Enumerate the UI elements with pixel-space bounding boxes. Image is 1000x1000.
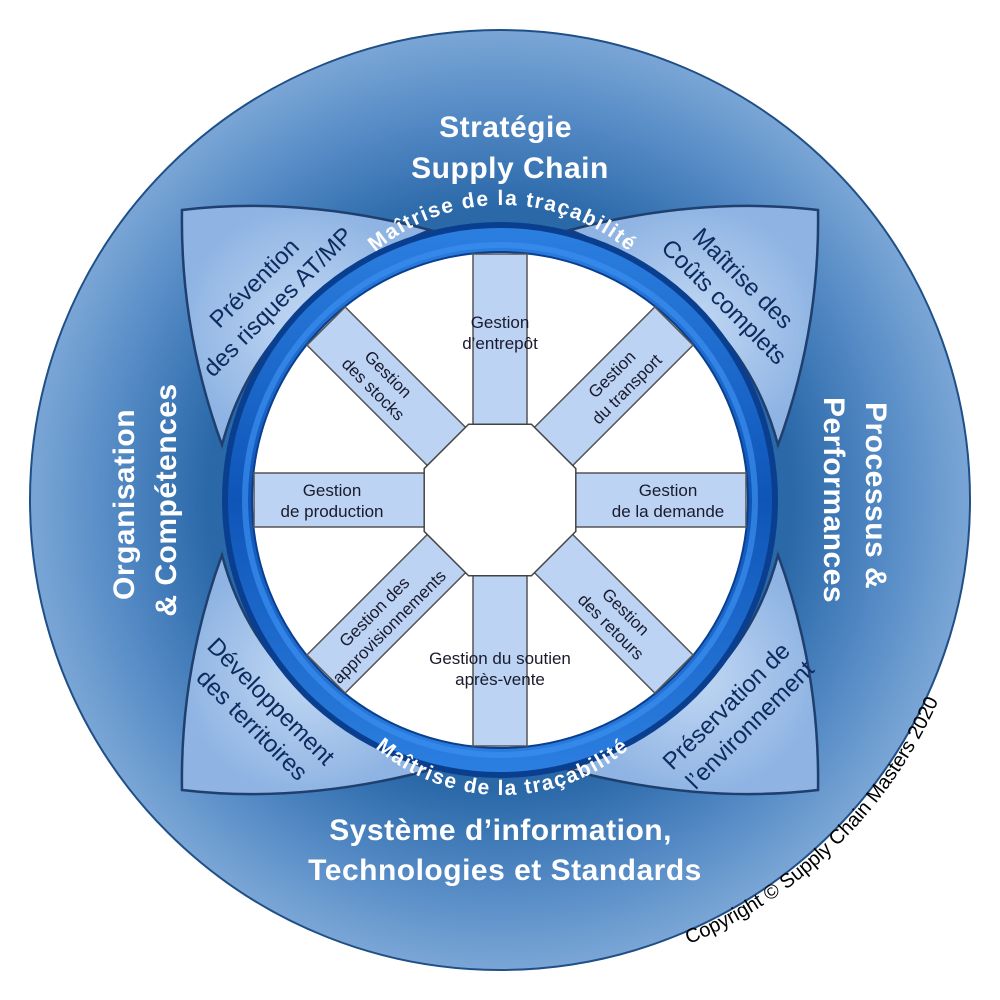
spoke-bar	[253, 472, 431, 528]
spoke-north-west: Gestiondes stocks	[305, 305, 471, 471]
hub-octagon	[423, 423, 577, 577]
outer-label-right: Processus & Performances	[817, 397, 892, 603]
outer-label-top: Stratégie Supply Chain	[411, 111, 609, 185]
outer-label-bottom: Système d’information, Technologies et S…	[308, 814, 702, 887]
traceability-ring-highlight	[242, 242, 758, 758]
outer-disc-border	[29, 29, 971, 971]
outer-label-left: Organisation & Compétences	[108, 383, 183, 616]
spoke-bar	[569, 472, 747, 528]
